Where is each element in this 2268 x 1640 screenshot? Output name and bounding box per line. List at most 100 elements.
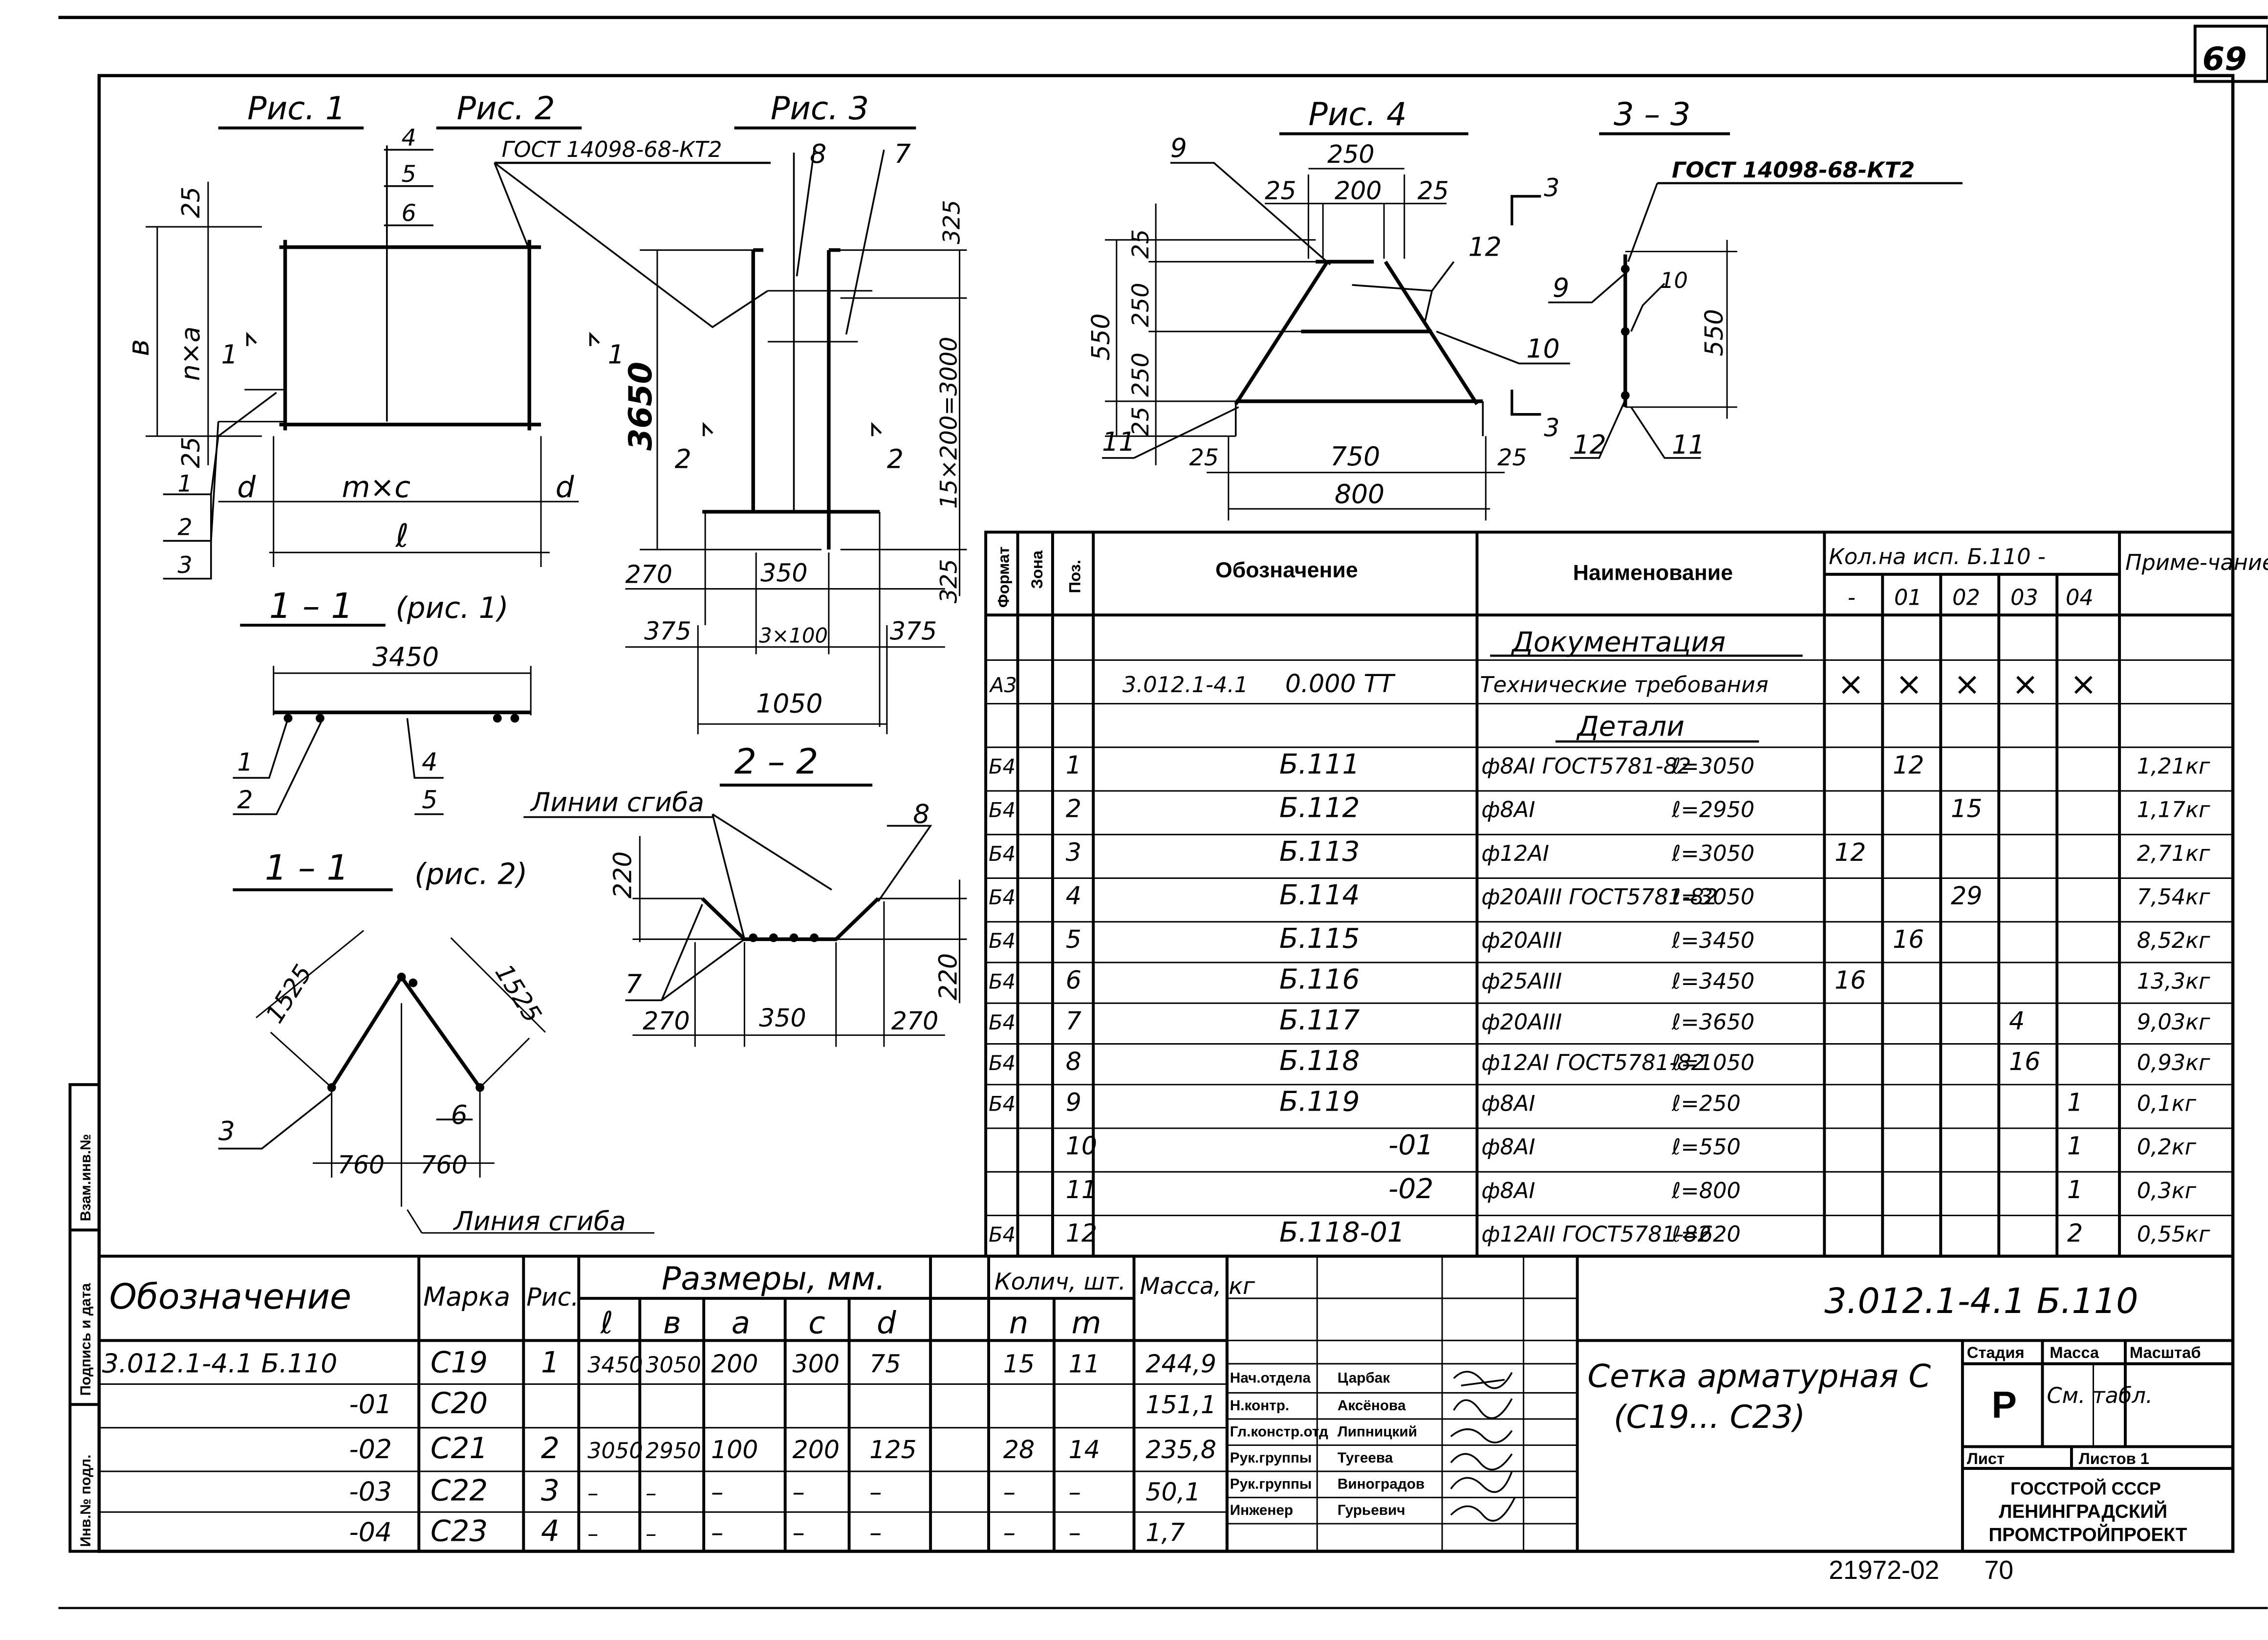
spec-row-qty: 16 (1835, 966, 1866, 995)
signer-role: Рук.группы (1230, 1450, 1312, 1466)
fig3-dim-1050: 1050 (756, 688, 822, 719)
size-row-l: 3050 (587, 1438, 643, 1464)
spec-row-format: Б4 (989, 885, 1015, 909)
fig3-section-mark-right: 2 (887, 444, 904, 475)
signer-name: Тугеева (1338, 1450, 1393, 1466)
spec-row-pos: 5 (1066, 925, 1081, 954)
fig4-dim-550: 550 (1086, 313, 1115, 360)
fig2-title: Рис. 2 (456, 90, 555, 127)
spec-row-name: ф25АIII (1481, 969, 1562, 994)
stage-value: Р (1991, 1384, 2017, 1426)
spec-header-designation: Обозначение (1215, 558, 1358, 582)
bend-lines-label: Линии сгиба (530, 787, 704, 818)
size-row-designation: -04 (349, 1517, 391, 1548)
sec33-callout-9: 9 (1553, 272, 1569, 303)
spec-doc-mark-03: × (2012, 666, 2039, 703)
spec-row-qty: 16 (1893, 925, 1924, 954)
spec-row-qty: 4 (2009, 1006, 2025, 1035)
spec-row-pos: 11 (1066, 1175, 1097, 1204)
section-3-3: 550 9 10 12 11 (1548, 183, 1737, 460)
margin-label-inventory: Инв.№ подл. (78, 1455, 94, 1547)
fig3-drawing (494, 149, 967, 735)
page-number: 69 (2203, 41, 2247, 78)
sec33-callout-11: 11 (1672, 429, 1705, 460)
spec-row-format: Б4 (989, 1092, 1015, 1115)
spec-row-note: 0,3кг (2137, 1178, 2197, 1203)
fig3-dim-270: 270 (625, 560, 672, 589)
sec22-dim-220-right: 220 (934, 953, 963, 1000)
signer-role: Н.контр. (1230, 1398, 1289, 1414)
fig1-callout-4: 4 (401, 124, 416, 151)
sec33-dim-550: 550 (1700, 309, 1728, 356)
size-row-c: – (793, 1477, 805, 1506)
spec-row-designation: Б.113 (1279, 836, 1360, 868)
stage-label: Стадия (1967, 1343, 2025, 1361)
fig4-dim-25-right: 25 (1417, 176, 1448, 205)
spec-doc-designation: 3.012.1-4.1 (1123, 672, 1248, 698)
fig4-labels: 250 25 200 25 25 250 250 25 550 25 750 2… (1086, 132, 1560, 509)
spec-row-note: 0,93кг (2137, 1050, 2210, 1075)
sec11b-callout-6: 6 (451, 1099, 468, 1130)
size-row-c: 300 (793, 1350, 840, 1378)
fig4-title: Рис. 4 (1308, 96, 1406, 133)
spec-row-name: ф8АI (1481, 1135, 1535, 1160)
size-row-d: – (869, 1477, 882, 1506)
size-row-b: – (646, 1521, 656, 1547)
size-row-mark: С19 (431, 1346, 488, 1380)
size-row-a: 100 (711, 1435, 758, 1464)
spec-row-qty: 12 (1893, 750, 1924, 779)
size-row-n: 28 (1003, 1435, 1035, 1464)
size-row-mark: С20 (431, 1387, 488, 1421)
signer-role: Гл.констр.отд (1230, 1424, 1328, 1440)
spec-row-length: ℓ=3450 (1671, 969, 1754, 994)
spec-row-note: 1,17кг (2137, 797, 2210, 823)
section-1-1-fig2: 1 – 1 (рис. 2) 1525 1525 760 760 3 6 Лин… (218, 847, 654, 1236)
size-row-fig: 1 (541, 1346, 560, 1380)
fig1-callout-3: 3 (177, 552, 192, 579)
size-row-b: 2950 (646, 1438, 701, 1464)
spec-row-name: ф8АI ГОСТ5781-82 (1481, 753, 1691, 779)
sec22-dim-220-left: 220 (608, 852, 637, 898)
size-row-mass: 50,1 (1145, 1477, 1201, 1506)
fig1-drawing (145, 145, 600, 580)
spec-row-designation: -01 (1388, 1130, 1433, 1161)
spec-row-note: 9,03кг (2137, 1009, 2210, 1035)
fig4-dim-25-left: 25 (1265, 176, 1296, 205)
sec11b-dim-760-right: 760 (420, 1150, 467, 1179)
fig1-dim-bottom: 25 (176, 437, 205, 468)
size-row-l: 3450 (587, 1353, 643, 1378)
size-row-m: – (1069, 1477, 1081, 1506)
spec-row-name: ф20АIII ГОСТ5781-82 (1481, 884, 1718, 910)
signer-name: Аксёнова (1338, 1398, 1406, 1414)
sec11a-callout-1: 1 (237, 747, 253, 776)
spec-row-note: 0,55кг (2137, 1222, 2210, 1247)
spec-row-name: ф8АI (1481, 1091, 1535, 1116)
fig3-callout-8: 8 (810, 138, 826, 169)
spec-row-note: 8,52кг (2137, 928, 2210, 953)
spec-row-format: Б4 (989, 1223, 1015, 1246)
spec-row-note: 1,21кг (2137, 753, 2210, 779)
signer-name: Гурьевич (1338, 1502, 1405, 1518)
fig1-dim-d-right: d (556, 471, 575, 504)
fig1-callout-5: 5 (401, 161, 416, 188)
spec-row-designation: Б.111 (1279, 748, 1360, 780)
spec-row-note: 0,2кг (2137, 1135, 2197, 1160)
size-row-designation: -01 (349, 1389, 391, 1420)
spec-row-pos: 3 (1066, 838, 1081, 867)
fig3-dim-325-bottom: 325 (936, 559, 963, 604)
fig4-dim-25-v1: 25 (1127, 229, 1154, 259)
spec-row-designation: Б.115 (1279, 923, 1360, 955)
spec-row-designation: Б.112 (1279, 792, 1360, 824)
sec11b-dim-760-left: 760 (338, 1150, 385, 1179)
spec-row-note: 7,54кг (2137, 884, 2210, 910)
spec-row-qty: 12 (1835, 838, 1866, 867)
size-row-mass: 235,8 (1145, 1435, 1216, 1464)
spec-row-format: Б4 (989, 1051, 1015, 1075)
section-1-1a-note: (рис. 1) (396, 591, 509, 625)
section-3-3-title: 3 – 3 (1614, 96, 1691, 133)
size-row-fig: 4 (541, 1515, 560, 1549)
spec-row-pos: 1 (1066, 750, 1081, 779)
sec22-callout-8: 8 (913, 798, 929, 829)
size-row-fig: 2 (541, 1432, 560, 1465)
spec-row-qty: 2 (2067, 1219, 2083, 1247)
